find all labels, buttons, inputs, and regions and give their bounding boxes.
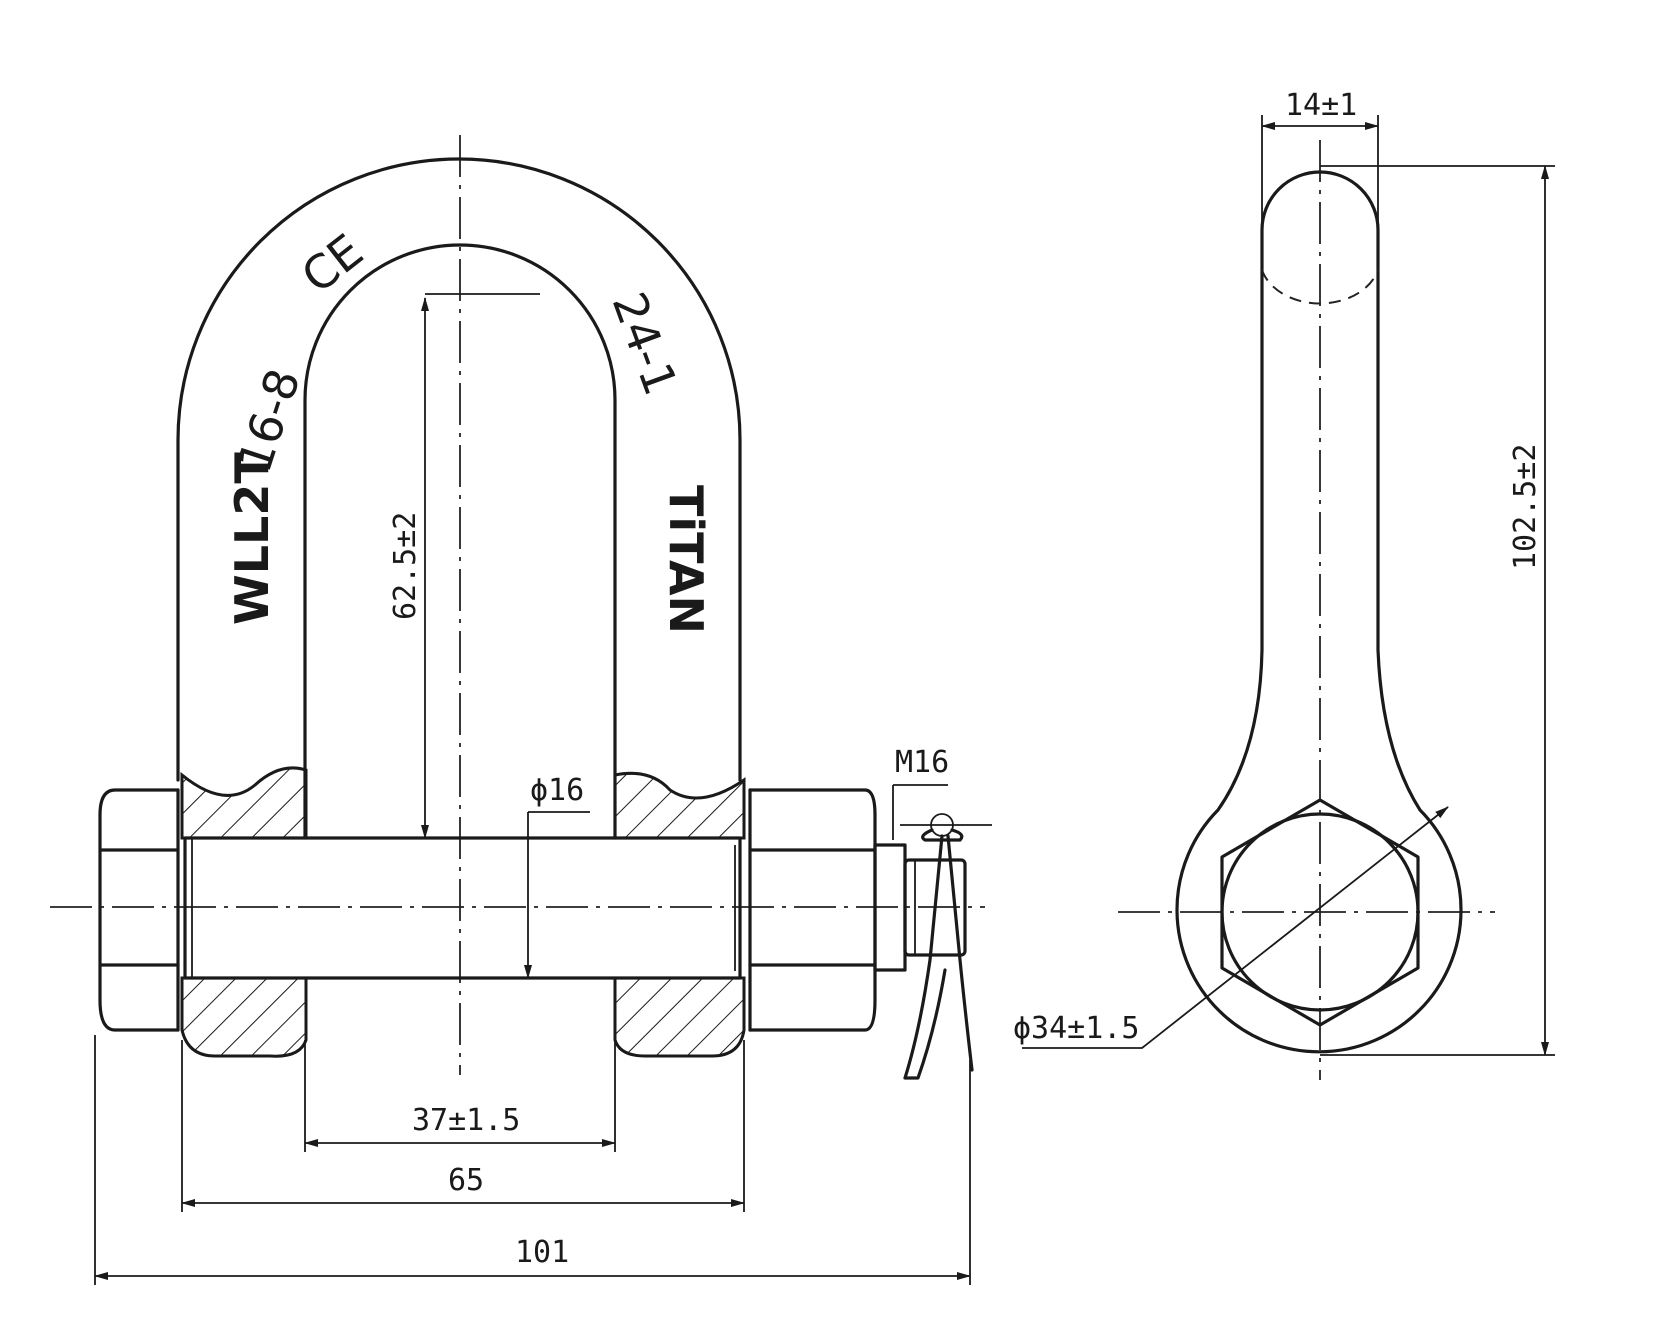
- pin-head-hex: [98, 788, 180, 1032]
- dim-total-height-text: 102.5±2: [1508, 444, 1543, 570]
- dim-inner-width-text: 37±1.5: [412, 1103, 520, 1138]
- dim-pin-diameter-text: ϕ16: [530, 773, 584, 808]
- dim-inner-height-text: 62.5±2: [388, 512, 423, 620]
- nut-hex: [748, 788, 877, 1032]
- front-view: 62.5±2 ϕ16 M16 37±1.5 65 101 WLL2T 16-8 …: [50, 135, 992, 1285]
- dim-eye-diameter-text: ϕ34±1.5: [1013, 1011, 1139, 1046]
- side-view: ϕ34±1.5 14±1 102.5±2: [1013, 88, 1555, 1080]
- bow-outer-outline: [176, 157, 742, 782]
- left-leg-section-top: [180, 766, 308, 840]
- dim-bow-thickness-text: 14±1: [1285, 88, 1357, 123]
- marking-brand: TiTAN: [659, 485, 713, 634]
- dim-eye-diameter-leader: [1022, 806, 1449, 1049]
- marking-wll: WLL2T: [225, 452, 279, 625]
- dim-thread-text: M16: [895, 745, 949, 780]
- side-bow-outline: [1175, 170, 1463, 1054]
- side-nut-hex: [1220, 798, 1420, 1027]
- side-pin-circle: [1220, 812, 1420, 1012]
- left-leg-section-bottom: [180, 976, 308, 1058]
- bow-inner-outline: [303, 243, 617, 840]
- dim-outer-width-text: 65: [448, 1163, 484, 1198]
- marking-ce: CE: [292, 223, 373, 303]
- cotter-pin: [903, 813, 974, 1080]
- dim-total-length-text: 101: [515, 1235, 569, 1270]
- thread-end-tip: [903, 858, 967, 957]
- right-leg-section-bottom: [613, 976, 746, 1058]
- side-bow-hidden-arc: [1261, 269, 1379, 305]
- pin-body: [183, 836, 742, 980]
- marking-code: 16-8: [227, 362, 311, 478]
- right-leg-section-top: [613, 771, 746, 840]
